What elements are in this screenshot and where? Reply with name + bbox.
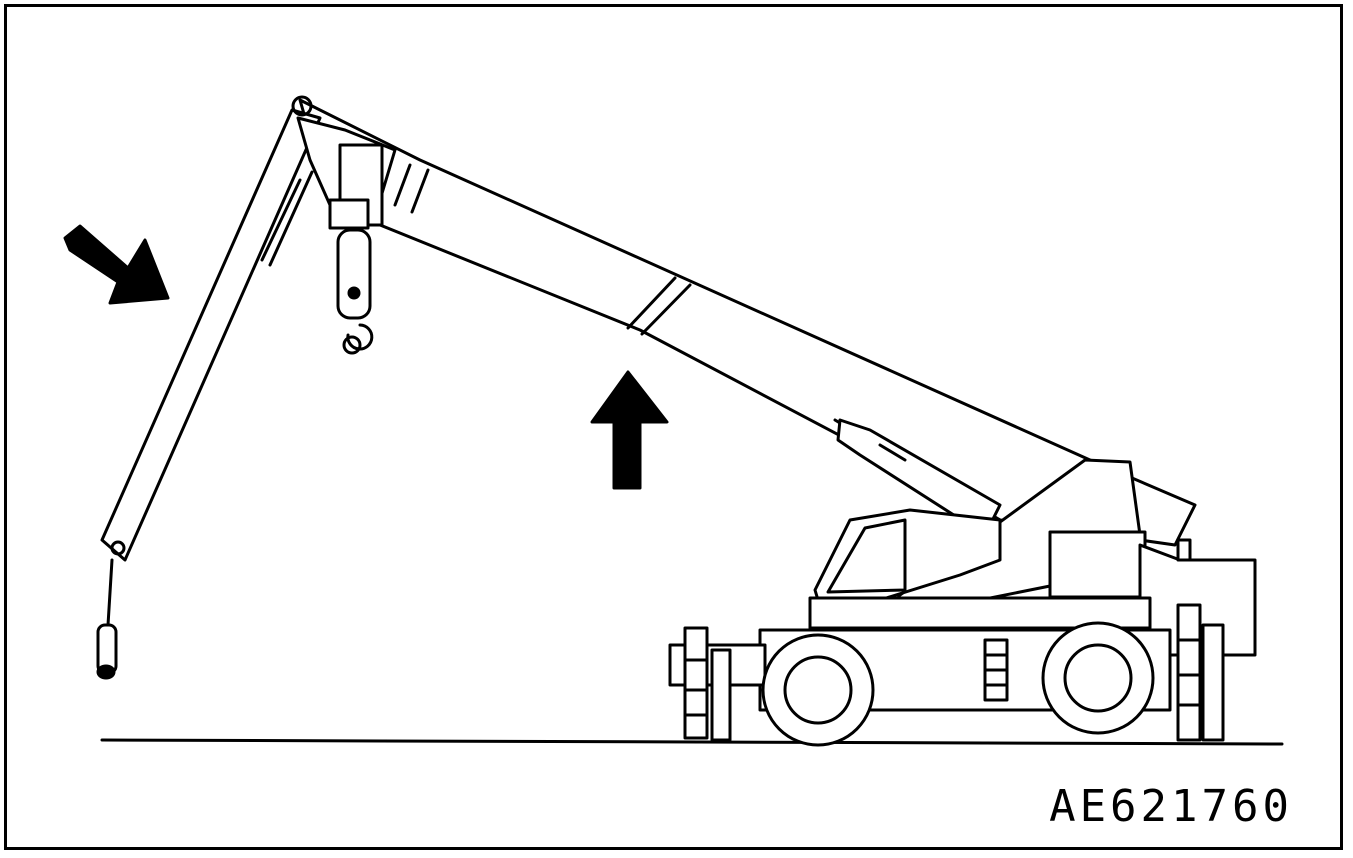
figure-frame xyxy=(4,4,1343,850)
outrigger-rear xyxy=(1176,603,1225,742)
boom-head xyxy=(296,116,397,257)
outrigger-front xyxy=(683,626,732,742)
main-hook xyxy=(336,228,374,355)
front-wheel xyxy=(761,633,875,747)
rear-wheel xyxy=(1041,621,1155,735)
arrow-down-right-icon xyxy=(63,224,170,305)
arrow-up-icon xyxy=(590,370,669,490)
ground-line xyxy=(100,738,1284,746)
figure-code: AE621760 xyxy=(1049,781,1293,832)
jib xyxy=(96,95,322,680)
